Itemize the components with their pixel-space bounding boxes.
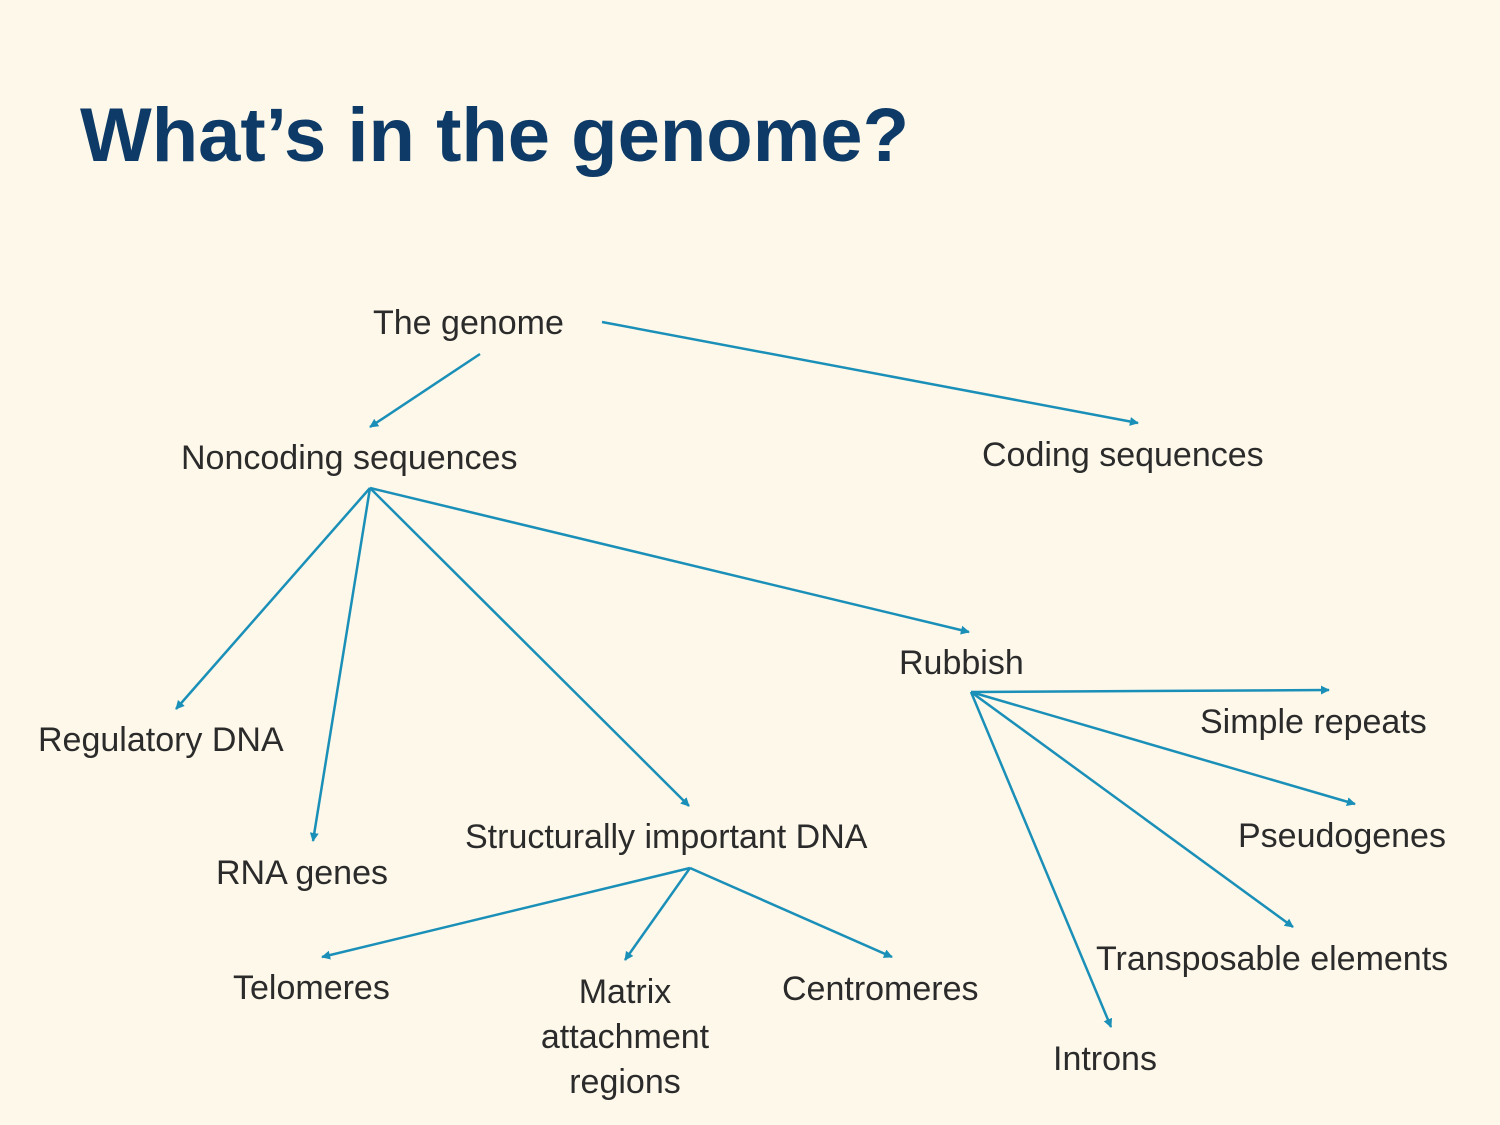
node-centromeres: Centromeres xyxy=(782,970,979,1008)
node-pseudogenes: Pseudogenes xyxy=(1238,817,1446,855)
edge-genome-to-coding xyxy=(601,320,1139,426)
edge-noncoding-to-rna_genes xyxy=(309,487,372,842)
edge-structural-to-matrix xyxy=(623,867,692,961)
edge-rubbish-to-simple_repeats xyxy=(970,685,1330,695)
node-telomeres: Telomeres xyxy=(233,969,390,1007)
node-transposable-elements: Transposable elements xyxy=(1096,940,1449,978)
node-structurally-important-dna: Structurally important DNA xyxy=(465,818,868,856)
node-simple-repeats: Simple repeats xyxy=(1200,703,1427,741)
node-regulatory-dna: Regulatory DNA xyxy=(38,721,284,759)
slide-title: What’s in the genome? xyxy=(80,93,909,178)
edge-structural-to-centromeres xyxy=(689,866,893,959)
edge-rubbish-to-introns xyxy=(969,691,1113,1028)
node-introns: Introns xyxy=(1053,1040,1157,1078)
node-coding-sequences: Coding sequences xyxy=(982,436,1264,474)
edge-structural-to-telomeres xyxy=(321,866,691,960)
edge-noncoding-to-regulatory xyxy=(175,487,371,710)
edge-genome-to-noncoding xyxy=(369,352,481,429)
node-rna-genes: RNA genes xyxy=(216,854,388,892)
edge-noncoding-to-rubbish xyxy=(369,486,970,635)
edge-rubbish-to-transposable xyxy=(970,690,1294,929)
edge-noncoding-to-structural xyxy=(369,487,690,807)
edge-rubbish-to-pseudogenes xyxy=(970,690,1356,807)
node-noncoding-sequences: Noncoding sequences xyxy=(181,439,518,477)
node-matrix-attachment-regions: Matrix attachment regions xyxy=(540,973,710,1101)
node-the-genome: The genome xyxy=(373,304,564,342)
node-rubbish: Rubbish xyxy=(899,644,1024,682)
